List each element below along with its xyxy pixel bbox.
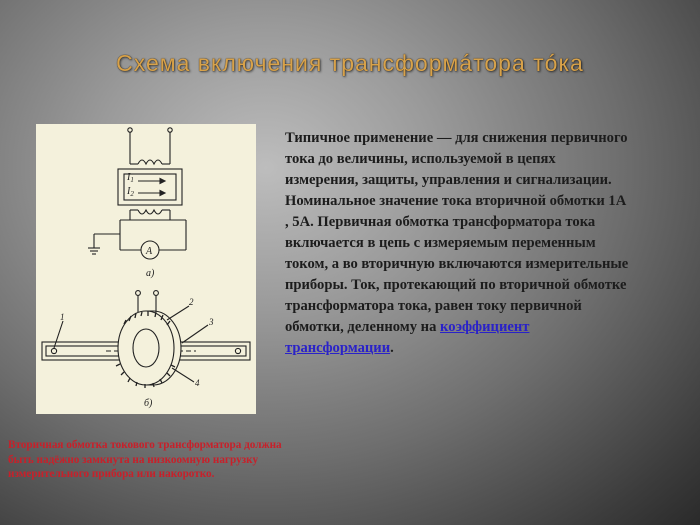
transformer-diagram: I1 I2 A а) 1 2 3 4 б) bbox=[41, 127, 251, 409]
description-text: Типичное применение — для снижения перви… bbox=[285, 130, 629, 335]
caption-b: б) bbox=[144, 398, 153, 409]
ammeter-label: A bbox=[145, 246, 153, 257]
callout-3: 3 bbox=[208, 317, 214, 327]
caption-a: а) bbox=[146, 268, 155, 279]
warning-note: Вторичная обмотка токового трансформатор… bbox=[8, 439, 282, 480]
callout-4: 4 bbox=[195, 378, 200, 388]
callout-2: 2 bbox=[189, 297, 194, 307]
description-paragraph: Типичное применение — для снижения перви… bbox=[285, 128, 630, 359]
callout-1: 1 bbox=[60, 312, 65, 322]
i2-label: I2 bbox=[126, 186, 134, 198]
slide-title: Схема включения трансформáтора тóка bbox=[116, 50, 584, 76]
i1-label: I1 bbox=[126, 172, 134, 184]
transformer-figure: I1 I2 A а) 1 2 3 4 б) bbox=[36, 124, 256, 414]
transformation-ratio-link[interactable]: коэффициент трансформации bbox=[285, 319, 530, 356]
description-end: . bbox=[390, 340, 394, 356]
